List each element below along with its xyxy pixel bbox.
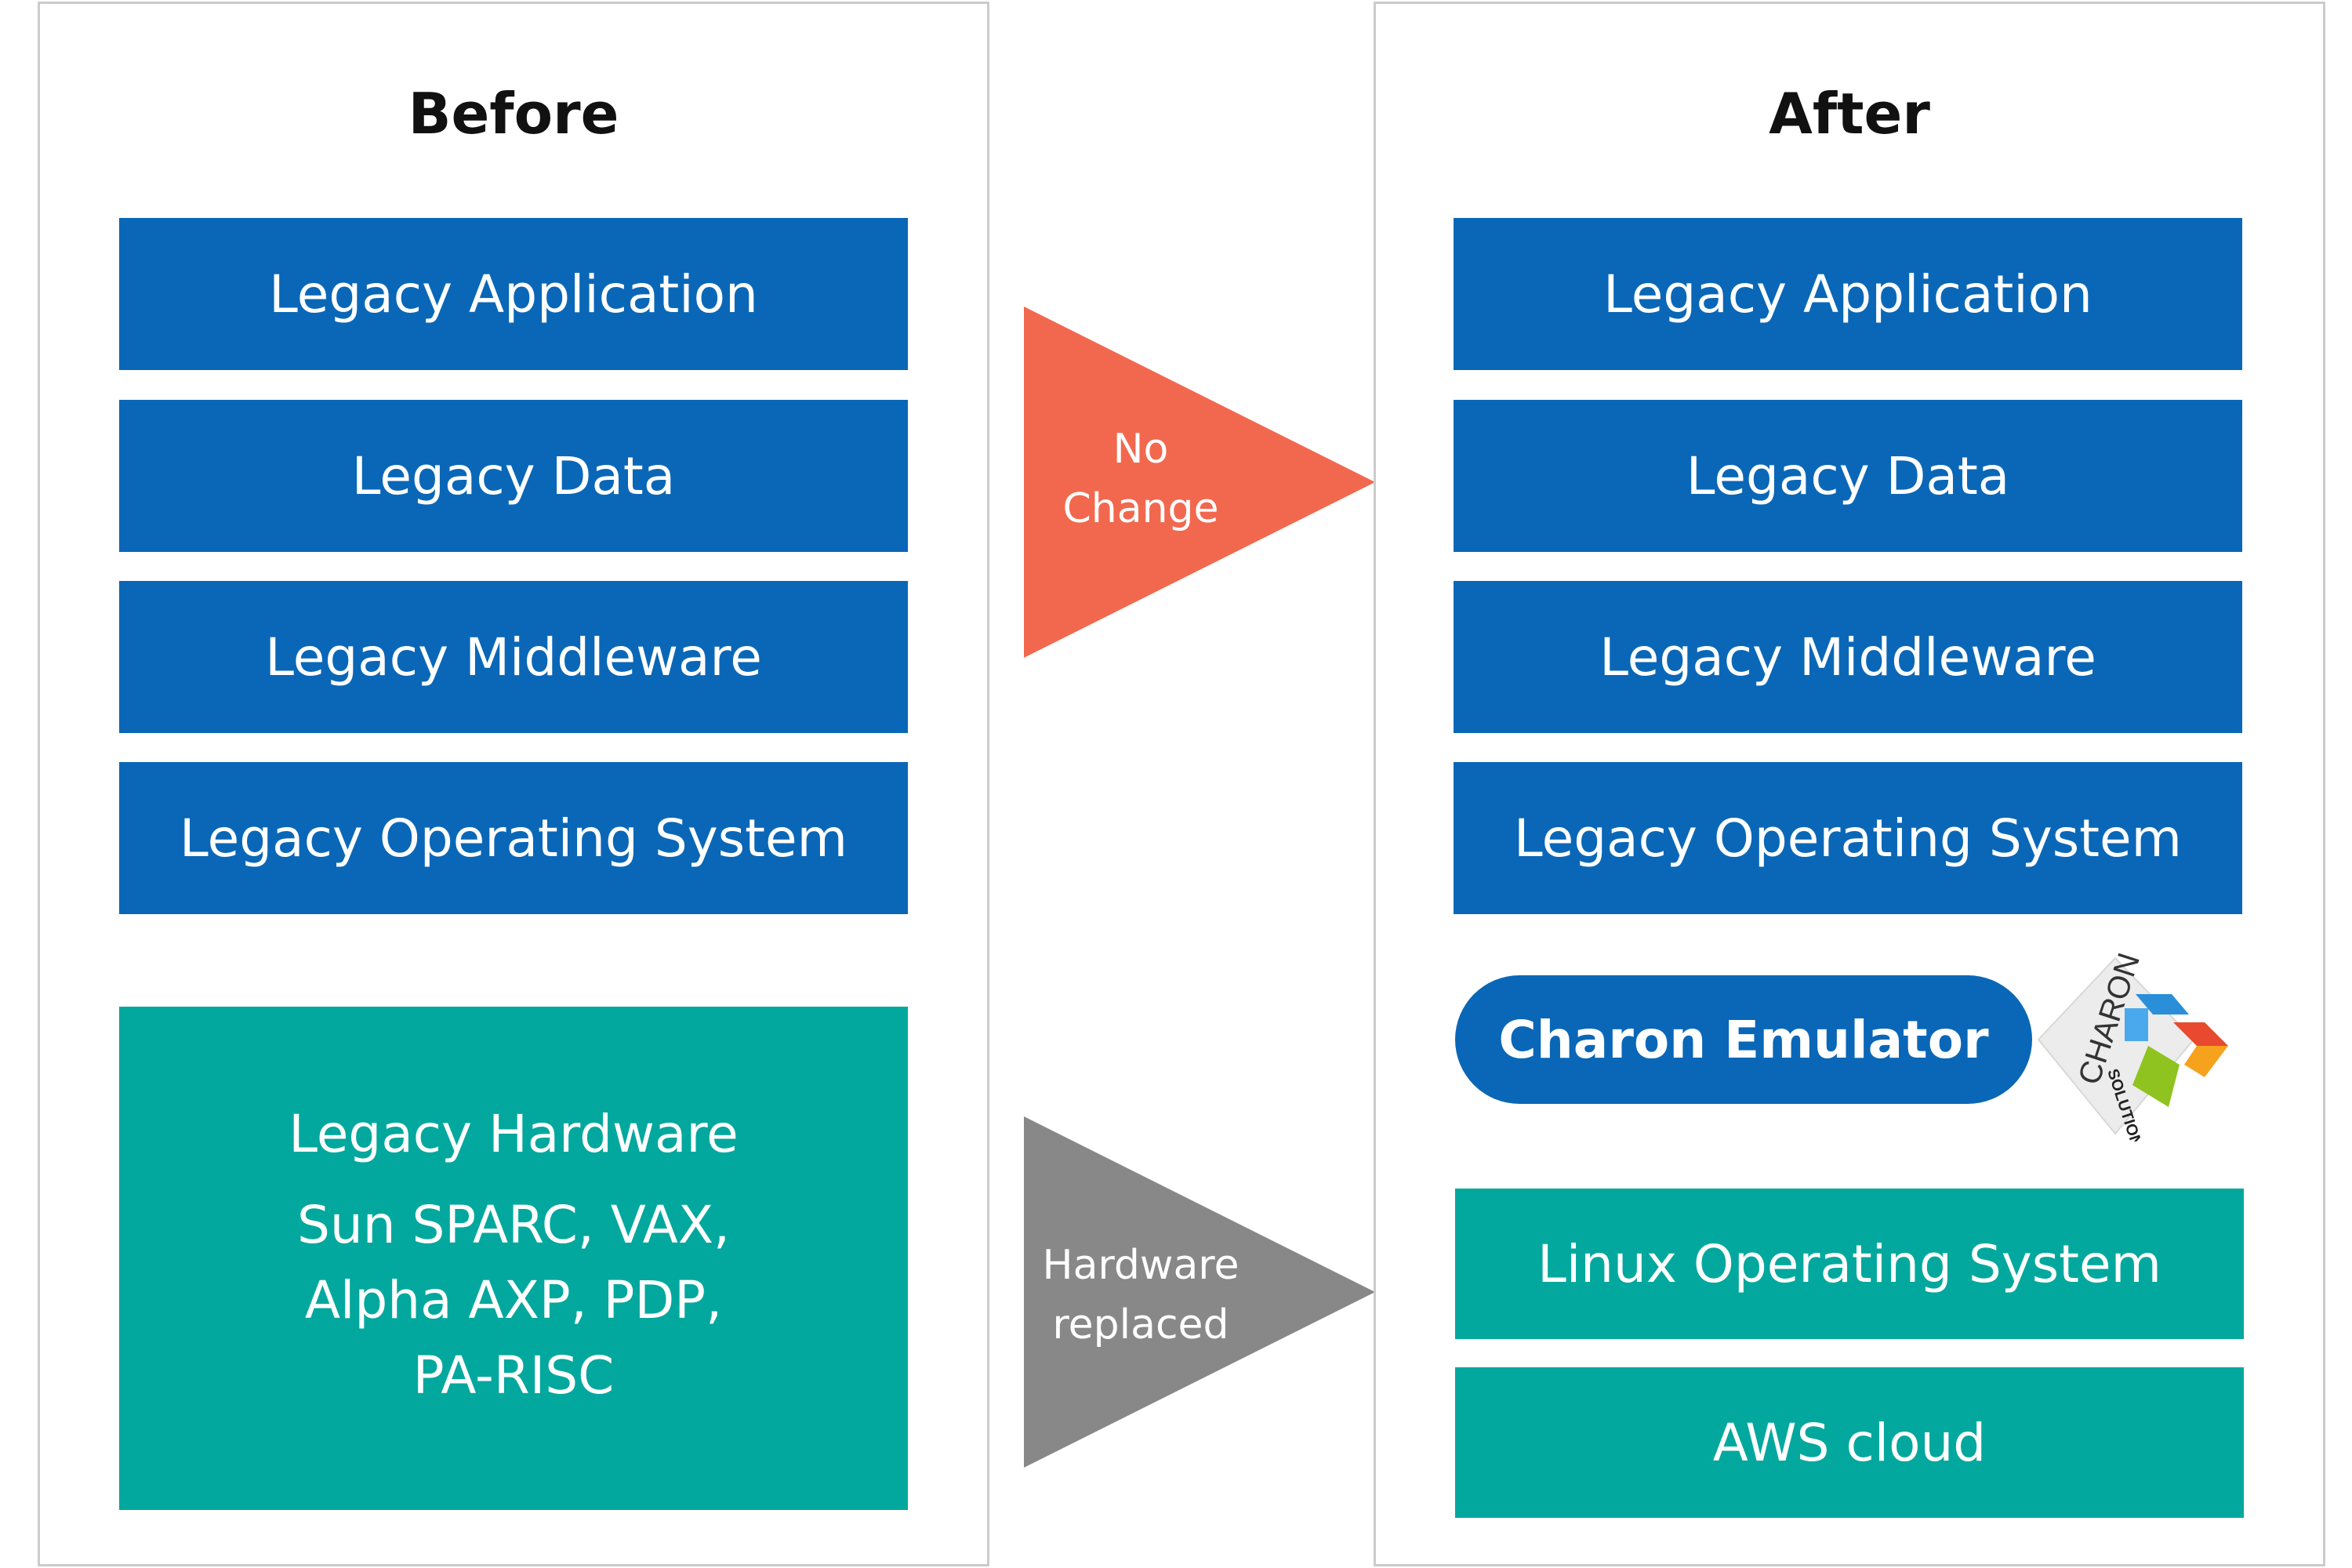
after-layer-linux-os: Linux Operating System: [1455, 1189, 2244, 1339]
logo-face-blue-left: [2125, 1008, 2148, 1041]
hardware-replaced-label: Hardware replaced: [1019, 1236, 1262, 1355]
no-change-label-line: No: [1112, 426, 1169, 473]
after-layer-middleware: Legacy Middleware: [1454, 581, 2242, 733]
hardware-list-line: Alpha AXP, PDP,: [304, 1270, 723, 1330]
hardware-title: Legacy Hardware: [289, 1104, 739, 1164]
before-hardware-box: Legacy Hardware Sun SPARC, VAX, Alpha AX…: [119, 1007, 908, 1510]
charon-solution-logo-icon: CHARON SOLUTION: [2037, 953, 2228, 1142]
logo-face-blue-top: [2136, 994, 2189, 1014]
before-layer-application: Legacy Application: [119, 218, 908, 370]
logo-face-red: [2173, 1022, 2228, 1046]
no-change-arrow: [1024, 307, 1375, 658]
hardware-list-line: Sun SPARC, VAX,: [296, 1195, 731, 1255]
before-layer-os: Legacy Operating System: [119, 762, 908, 914]
logo-face-green: [2132, 1046, 2180, 1107]
logo-face-orange: [2184, 1046, 2228, 1077]
hardware-replaced-label-line: replaced: [1052, 1301, 1229, 1348]
charon-emulator-pill: Charon Emulator: [1455, 975, 2032, 1104]
hardware-replaced-arrow: [1024, 1116, 1375, 1468]
before-title: Before: [408, 81, 619, 147]
after-layer-data: Legacy Data: [1454, 400, 2242, 552]
hardware-list: Sun SPARC, VAX, Alpha AXP, PDP, PA-RISC: [297, 1188, 730, 1414]
after-layer-application: Legacy Application: [1454, 218, 2242, 370]
after-layer-aws-cloud: AWS cloud: [1455, 1367, 2244, 1518]
before-layer-data: Legacy Data: [119, 400, 908, 552]
no-change-arrow-shape: [1024, 307, 1375, 658]
hardware-list-line: PA-RISC: [412, 1345, 615, 1406]
hardware-replaced-arrow-shape: [1024, 1116, 1375, 1468]
after-title: After: [1769, 81, 1930, 147]
hardware-replaced-label-line: Hardware: [1042, 1242, 1240, 1289]
after-layer-os: Legacy Operating System: [1454, 762, 2242, 914]
no-change-label: No Change: [1019, 419, 1262, 539]
no-change-label-line: Change: [1062, 485, 1219, 532]
before-layer-middleware: Legacy Middleware: [119, 581, 908, 733]
